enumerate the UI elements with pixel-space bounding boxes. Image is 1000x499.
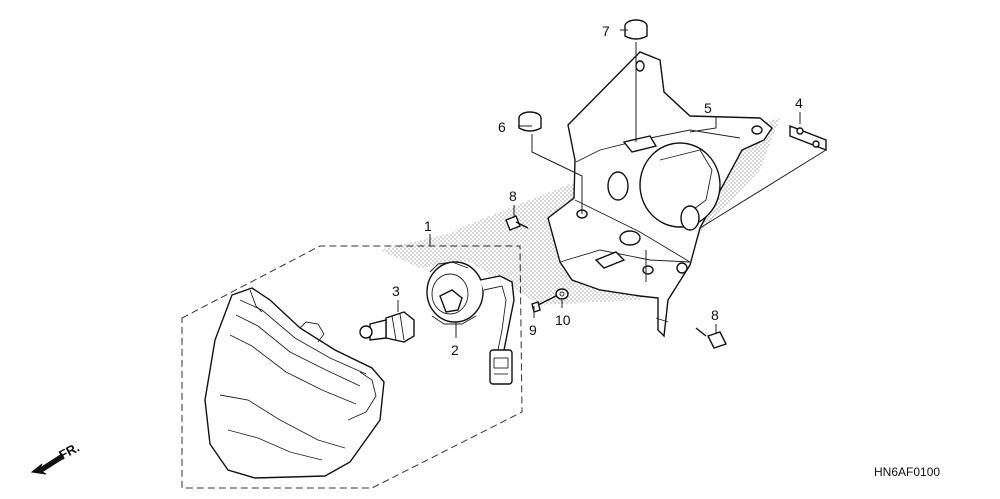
callout-8-lower: 8 <box>711 307 719 323</box>
callout-5: 5 <box>704 100 712 116</box>
front-direction-indicator: FR. <box>30 440 82 475</box>
grommet-side <box>518 111 542 132</box>
callout-9: 9 <box>529 322 537 338</box>
headlight-bulb <box>359 311 415 343</box>
callout-7: 7 <box>602 23 610 39</box>
headlight-housing <box>204 287 385 479</box>
direction-arrow-icon <box>30 453 65 475</box>
callout-1: 1 <box>424 218 432 234</box>
clip-plate <box>789 124 827 152</box>
callout-8-upper: 8 <box>509 188 517 204</box>
bulb-socket <box>426 261 515 385</box>
grommet-upper <box>624 19 648 40</box>
washer <box>555 288 569 300</box>
callout-10: 10 <box>555 312 571 328</box>
headlight-assembly-outline <box>181 245 523 489</box>
bolt-lower <box>695 327 727 349</box>
callout-4: 4 <box>795 95 803 111</box>
callout-6: 6 <box>498 119 506 135</box>
callout-2: 2 <box>451 342 459 358</box>
bolt-upper <box>505 215 529 231</box>
callout-3: 3 <box>392 283 400 299</box>
diagram-code: HN6AF0100 <box>874 465 940 479</box>
leader-lines <box>397 29 827 338</box>
